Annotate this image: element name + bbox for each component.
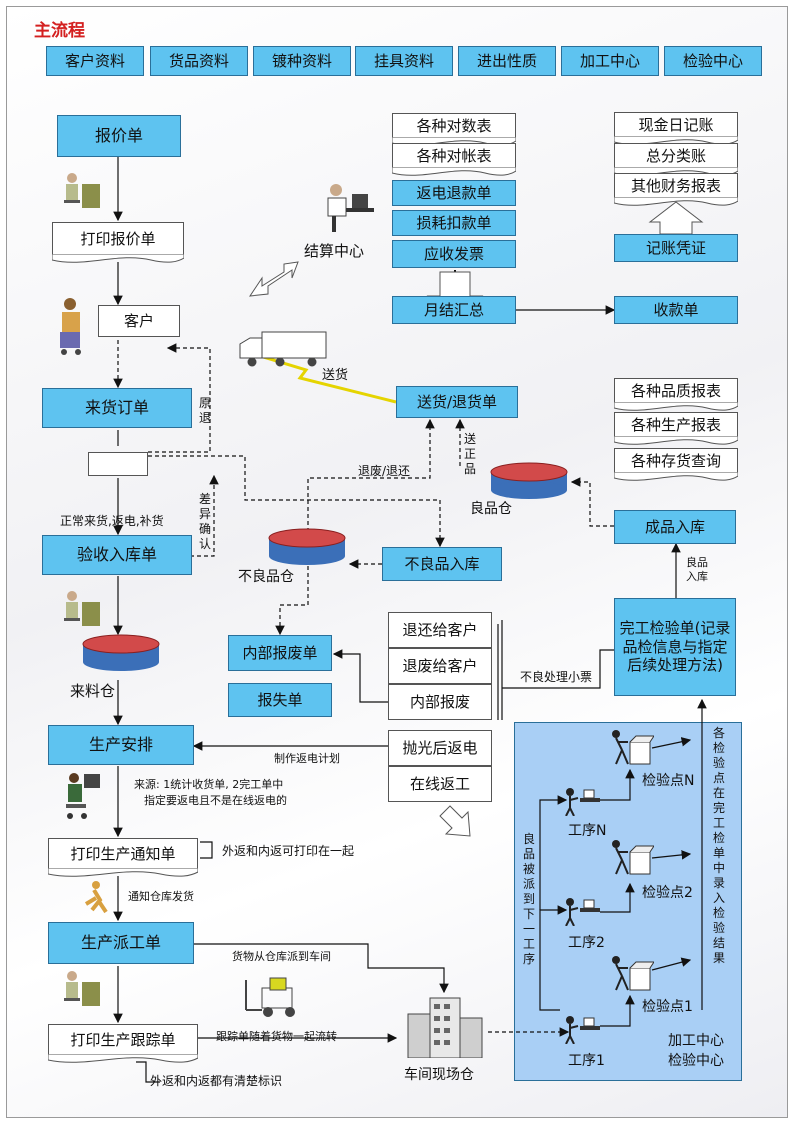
bad-warehouse-icon <box>268 528 346 565</box>
menu-plating-data[interactable]: 镀种资料 <box>253 46 351 76</box>
inspector-2-icon <box>612 840 654 875</box>
good-warehouse-icon <box>490 462 568 499</box>
finished-in-box[interactable]: 成品入库 <box>614 510 736 544</box>
production-report-box[interactable]: 各种生产报表 <box>614 412 738 448</box>
processing-inspection-panel <box>514 722 742 1081</box>
inspection-note-label: 各检验点在完工检单中录入检验结果 <box>712 726 725 965</box>
incoming-warehouse-label: 来料仓 <box>70 682 116 700</box>
worker-2-icon <box>565 898 600 926</box>
menu-goods-data[interactable]: 货品资料 <box>150 46 248 76</box>
clerk-icon-2 <box>64 591 100 626</box>
polish-return-box[interactable]: 抛光后返电 <box>388 730 492 766</box>
online-rework-box[interactable]: 在线返工 <box>388 766 492 802</box>
send-good-label: 送正品 <box>463 432 476 476</box>
receiver-desk <box>88 452 148 476</box>
clerk-icon <box>64 173 100 208</box>
cash-journal-box[interactable]: 现金日记账 <box>614 112 738 148</box>
print-notice-box[interactable]: 打印生产通知单 <box>48 838 198 880</box>
menu-rack-data[interactable]: 挂具资料 <box>355 46 453 76</box>
customer-box[interactable]: 客户 <box>98 305 180 337</box>
checkpoint-n-label: 检验点N <box>642 773 695 789</box>
clear-mark-label: 外返和内返都有清楚标识 <box>150 1074 283 1088</box>
rework-plan-label: 制作返电计划 <box>274 752 340 765</box>
dispatch-box[interactable]: 生产派工单 <box>48 922 194 964</box>
track-with-goods-label: 跟踪单随着货物一起流转 <box>216 1030 337 1043</box>
customer-icon <box>60 298 81 355</box>
monthly-summary-box[interactable]: 月结汇总 <box>392 296 516 324</box>
workshop-building-icon <box>407 997 483 1058</box>
settlement-clerk-icon <box>327 184 374 232</box>
runner-icon <box>84 881 108 914</box>
operator-icon <box>66 773 100 819</box>
bad-in-box[interactable]: 不良品入库 <box>382 547 502 581</box>
menu-processing-center[interactable]: 加工中心 <box>561 46 659 76</box>
process-1-label: 工序1 <box>568 1053 605 1069</box>
account-tables-box[interactable]: 各种对帐表 <box>392 143 516 179</box>
recon-tables-box[interactable]: 各种对数表 <box>392 113 516 149</box>
good-to-next-label: 良品被派到下一工序 <box>522 832 535 966</box>
source-note-2: 指定要返电且不是在线返电的 <box>144 794 287 807</box>
loss-deduct-box[interactable]: 损耗扣款单 <box>392 210 516 236</box>
production-plan-box[interactable]: 生产安排 <box>48 725 194 765</box>
return-orig-label: 原退 <box>198 396 211 425</box>
ship-label: 送货 <box>322 368 349 383</box>
incoming-order-box[interactable]: 来货订单 <box>42 388 192 428</box>
goods-to-workshop-label: 货物从仓库派到车间 <box>232 950 331 963</box>
refund-box[interactable]: 返电退款单 <box>392 180 516 206</box>
bad-ticket-label: 不良处理小票 <box>520 670 593 684</box>
page-title: 主流程 <box>34 21 85 41</box>
incoming-warehouse-icon <box>82 634 160 671</box>
normal-flow-label: 正常来货,返电,补货 <box>60 514 164 528</box>
process-n-label: 工序N <box>568 823 607 839</box>
quote-box[interactable]: 报价单 <box>57 115 181 157</box>
panel-title-inspection: 检验中心 <box>668 1053 724 1069</box>
checkpoint-1-label: 检验点1 <box>642 999 693 1015</box>
receive-stock-box[interactable]: 验收入库单 <box>42 535 192 575</box>
forklift-icon <box>245 977 295 1017</box>
bad-warehouse-label: 不良品仓 <box>238 569 294 585</box>
worker-n-icon <box>565 788 600 816</box>
internal-scrap-box[interactable]: 内部报废 <box>388 684 492 720</box>
clerk-icon-3 <box>64 971 100 1006</box>
panel-title-processing: 加工中心 <box>668 1033 724 1049</box>
settlement-center-label: 结算中心 <box>304 242 365 260</box>
internal-scrap-form-box[interactable]: 内部报废单 <box>228 635 332 671</box>
loss-form-box[interactable]: 报失单 <box>228 683 332 717</box>
ledger-box[interactable]: 总分类账 <box>614 143 738 179</box>
scrap-return-label: 退废/退还 <box>358 464 411 478</box>
process-2-label: 工序2 <box>568 935 605 951</box>
checkpoint-2-label: 检验点2 <box>642 885 693 901</box>
delivery-box[interactable]: 送货/退货单 <box>396 386 518 418</box>
source-note-1: 来源: 1统计收货单, 2完工单中 <box>134 778 284 791</box>
print-quote-box[interactable]: 打印报价单 <box>52 222 184 266</box>
invoice-box[interactable]: 应收发票 <box>392 240 516 268</box>
inspector-n-icon <box>612 730 654 765</box>
good-in-label: 良品入库 <box>686 556 708 584</box>
inventory-query-box[interactable]: 各种存货查询 <box>614 448 738 484</box>
quality-report-box[interactable]: 各种品质报表 <box>614 378 738 414</box>
return-customer-box[interactable]: 退还给客户 <box>388 612 492 648</box>
print-track-box[interactable]: 打印生产跟踪单 <box>48 1024 198 1066</box>
worker-1-icon <box>565 1016 600 1044</box>
menu-customer-data[interactable]: 客户资料 <box>46 46 144 76</box>
inspector-1-icon <box>612 956 654 991</box>
diff-confirm-label: 差异确认 <box>198 492 211 551</box>
print-together-label: 外返和内返可打印在一起 <box>222 844 355 858</box>
receipt-box[interactable]: 收款单 <box>614 296 738 324</box>
scrap-customer-box[interactable]: 退废给客户 <box>388 648 492 684</box>
good-warehouse-label: 良品仓 <box>470 501 512 517</box>
menu-io-type[interactable]: 进出性质 <box>458 46 556 76</box>
menu-inspection-center[interactable]: 检验中心 <box>664 46 762 76</box>
final-inspection-box[interactable]: 完工检验单(记录品检信息与指定后续处理方法) <box>614 598 736 696</box>
workshop-warehouse-label: 车间现场仓 <box>404 1067 474 1083</box>
notify-warehouse-label: 通知仓库发货 <box>128 890 194 903</box>
voucher-box[interactable]: 记账凭证 <box>614 234 738 262</box>
other-financial-box[interactable]: 其他财务报表 <box>614 173 738 209</box>
